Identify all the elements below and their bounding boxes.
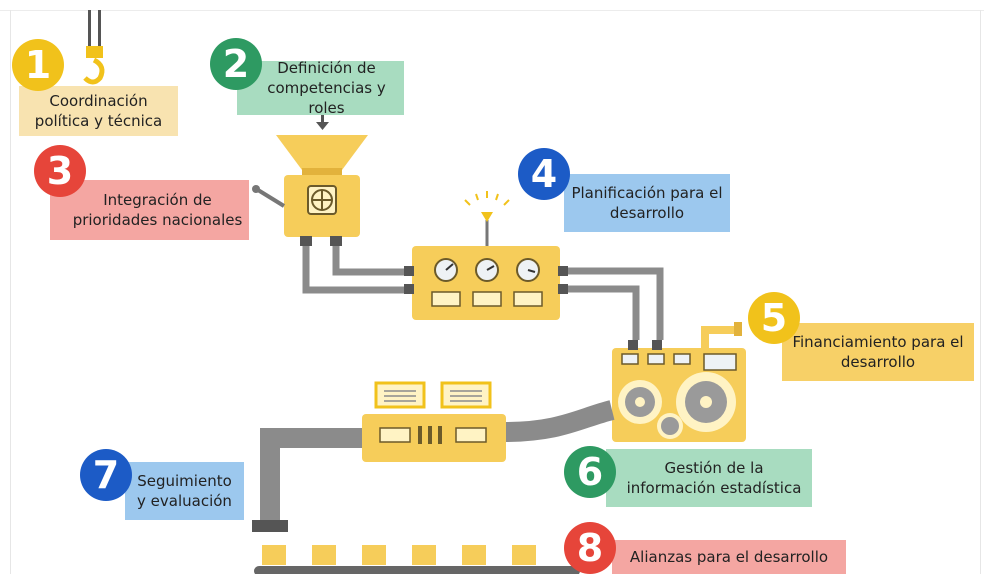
down-arrow-icon xyxy=(316,112,329,130)
gauge-machine xyxy=(404,246,568,320)
step-1-label: Coordinación política y técnica xyxy=(19,86,178,136)
hose xyxy=(504,400,615,442)
funnel-machine xyxy=(252,135,368,246)
step-5-badge: 5 xyxy=(748,292,800,344)
gauge-icon xyxy=(475,258,499,282)
gear-icon xyxy=(676,372,736,432)
page-top-strip xyxy=(0,0,984,11)
step-3-badge: 3 xyxy=(34,145,86,197)
step-7-badge: 7 xyxy=(80,449,132,501)
step-8-badge: 8 xyxy=(564,522,616,574)
package-boxes xyxy=(262,545,536,565)
step-1-badge: 1 xyxy=(12,39,64,91)
step-7-label: Seguimiento y evaluación xyxy=(125,462,244,520)
pipe-2 xyxy=(568,267,664,340)
gear-machine xyxy=(612,322,746,442)
gear-icon xyxy=(657,413,683,439)
page-right-border xyxy=(980,10,981,574)
gauge-icon xyxy=(516,258,540,282)
step-2-badge: 2 xyxy=(210,38,262,90)
step-3-label: Integración de prioridades nacionales xyxy=(50,180,249,240)
step-4-badge: 4 xyxy=(518,148,570,200)
pipe-1 xyxy=(302,246,412,294)
step-4-label: Planificación para el desarrollo xyxy=(564,174,730,232)
step-6-label: Gestión de la información estadística xyxy=(606,449,812,507)
step-5-label: Financiamiento para el desarrollo xyxy=(782,323,974,381)
conveyor-belt xyxy=(254,545,580,574)
monitor-icon xyxy=(440,381,492,409)
gauge-icon xyxy=(434,258,458,282)
step-8-label: Alianzas para el desarrollo xyxy=(612,540,846,574)
step-6-badge: 6 xyxy=(564,446,616,498)
antenna-icon xyxy=(464,191,510,246)
nozzle xyxy=(252,520,288,532)
gear-icon xyxy=(618,380,662,424)
page-left-border xyxy=(10,10,11,574)
step-2-label: Definición de competencias y roles xyxy=(237,59,404,117)
crane-hook-icon xyxy=(83,10,105,85)
pipe-3 xyxy=(260,428,362,520)
monitor-icon xyxy=(374,381,426,409)
control-machine xyxy=(362,414,506,462)
